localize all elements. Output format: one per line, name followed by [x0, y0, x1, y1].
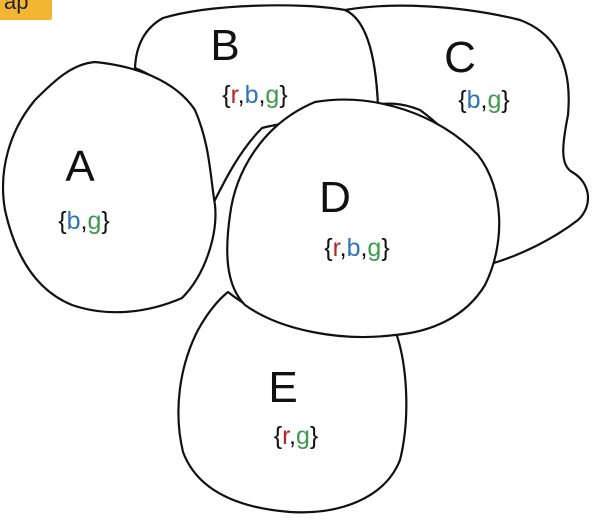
region-d-name: D	[319, 173, 351, 222]
corner-tag-text: ap	[4, 0, 29, 14]
brace-open: {	[324, 234, 332, 262]
color-g: g	[296, 422, 310, 450]
corner-tag: ap	[0, 0, 52, 20]
region-a-domain: {b,g}	[58, 207, 109, 235]
region-a	[1, 60, 217, 314]
region-b-name: B	[210, 21, 239, 70]
color-g: g	[87, 207, 101, 235]
region-e-domain: {r,g}	[274, 422, 319, 450]
color-g: g	[367, 234, 381, 262]
brace-close: }	[310, 422, 318, 450]
comma: ,	[81, 207, 88, 235]
color-b: b	[347, 234, 361, 262]
region-d-domain: {r,b,g}	[324, 234, 389, 262]
region-e-name: E	[268, 363, 297, 412]
comma: ,	[360, 234, 367, 262]
color-b: b	[467, 86, 481, 114]
region-a-name: A	[65, 142, 95, 191]
region-c-name: C	[444, 33, 476, 82]
comma: ,	[289, 422, 296, 450]
region-b-domain: {r,b,g}	[222, 81, 287, 109]
color-b: b	[67, 207, 81, 235]
color-b: b	[245, 81, 259, 109]
brace-open: {	[222, 81, 230, 109]
comma: ,	[258, 81, 265, 109]
comma: ,	[238, 81, 245, 109]
brace-close: }	[381, 234, 389, 262]
color-g: g	[265, 81, 279, 109]
comma: ,	[340, 234, 347, 262]
comma: ,	[481, 86, 488, 114]
color-g: g	[487, 86, 501, 114]
brace-close: }	[101, 207, 109, 235]
brace-close: }	[501, 86, 509, 114]
brace-open: {	[58, 207, 66, 235]
color-r: r	[333, 234, 341, 262]
color-r: r	[231, 81, 239, 109]
region-c-domain: {b,g}	[458, 86, 509, 114]
region-c	[343, 4, 590, 265]
region-d	[226, 98, 501, 339]
brace-open: {	[458, 86, 466, 114]
brace-open: {	[274, 422, 282, 450]
color-r: r	[282, 422, 290, 450]
brace-close: }	[279, 81, 287, 109]
